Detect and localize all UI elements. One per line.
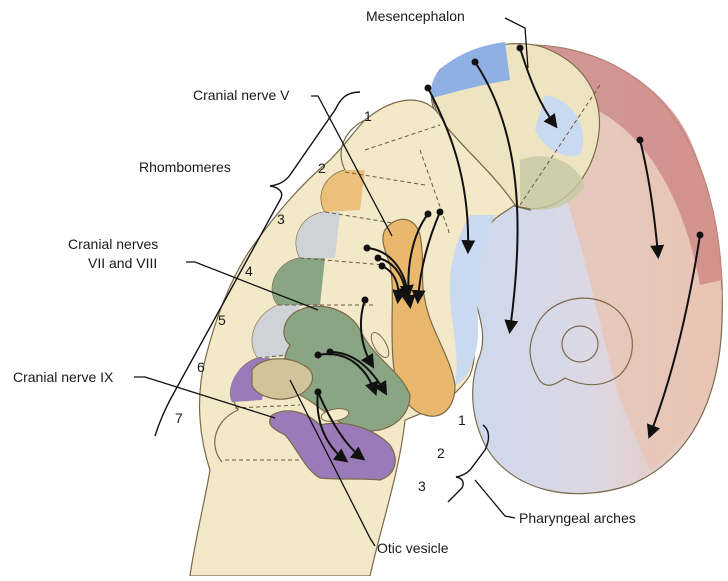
- label-rhombomeres: Rhombomeres: [139, 159, 231, 175]
- label-pharyngeal-arches: Pharyngeal arches: [519, 510, 636, 526]
- rhombomere-number-5: 5: [218, 312, 226, 328]
- label-cranial-nerves-vii-viii-2: VII and VIII: [88, 255, 157, 271]
- label-otic-vesicle: Otic vesicle: [377, 540, 449, 556]
- label-cranial-nerves-vii-viii-1: Cranial nerves: [68, 236, 158, 252]
- leader-pharyngeal-arches: [475, 480, 515, 518]
- rhombomere-number-2: 2: [318, 160, 326, 176]
- rhombomere-number-3: 3: [277, 211, 285, 227]
- rhombomere-number-1: 1: [364, 108, 372, 124]
- otic-vesicle-shape: [252, 359, 312, 399]
- rhombomere-number-4: 4: [245, 263, 253, 279]
- label-mesencephalon: Mesencephalon: [366, 8, 465, 24]
- arch-number-2: 2: [437, 445, 445, 461]
- rhombomere-number-6: 6: [197, 359, 205, 375]
- label-cranial-nerve-ix: Cranial nerve IX: [13, 369, 114, 385]
- arch-number-3: 3: [418, 478, 426, 494]
- rhombomere-number-7: 7: [175, 410, 183, 426]
- label-cranial-nerve-v: Cranial nerve V: [193, 87, 290, 103]
- arch-number-1: 1: [458, 412, 466, 428]
